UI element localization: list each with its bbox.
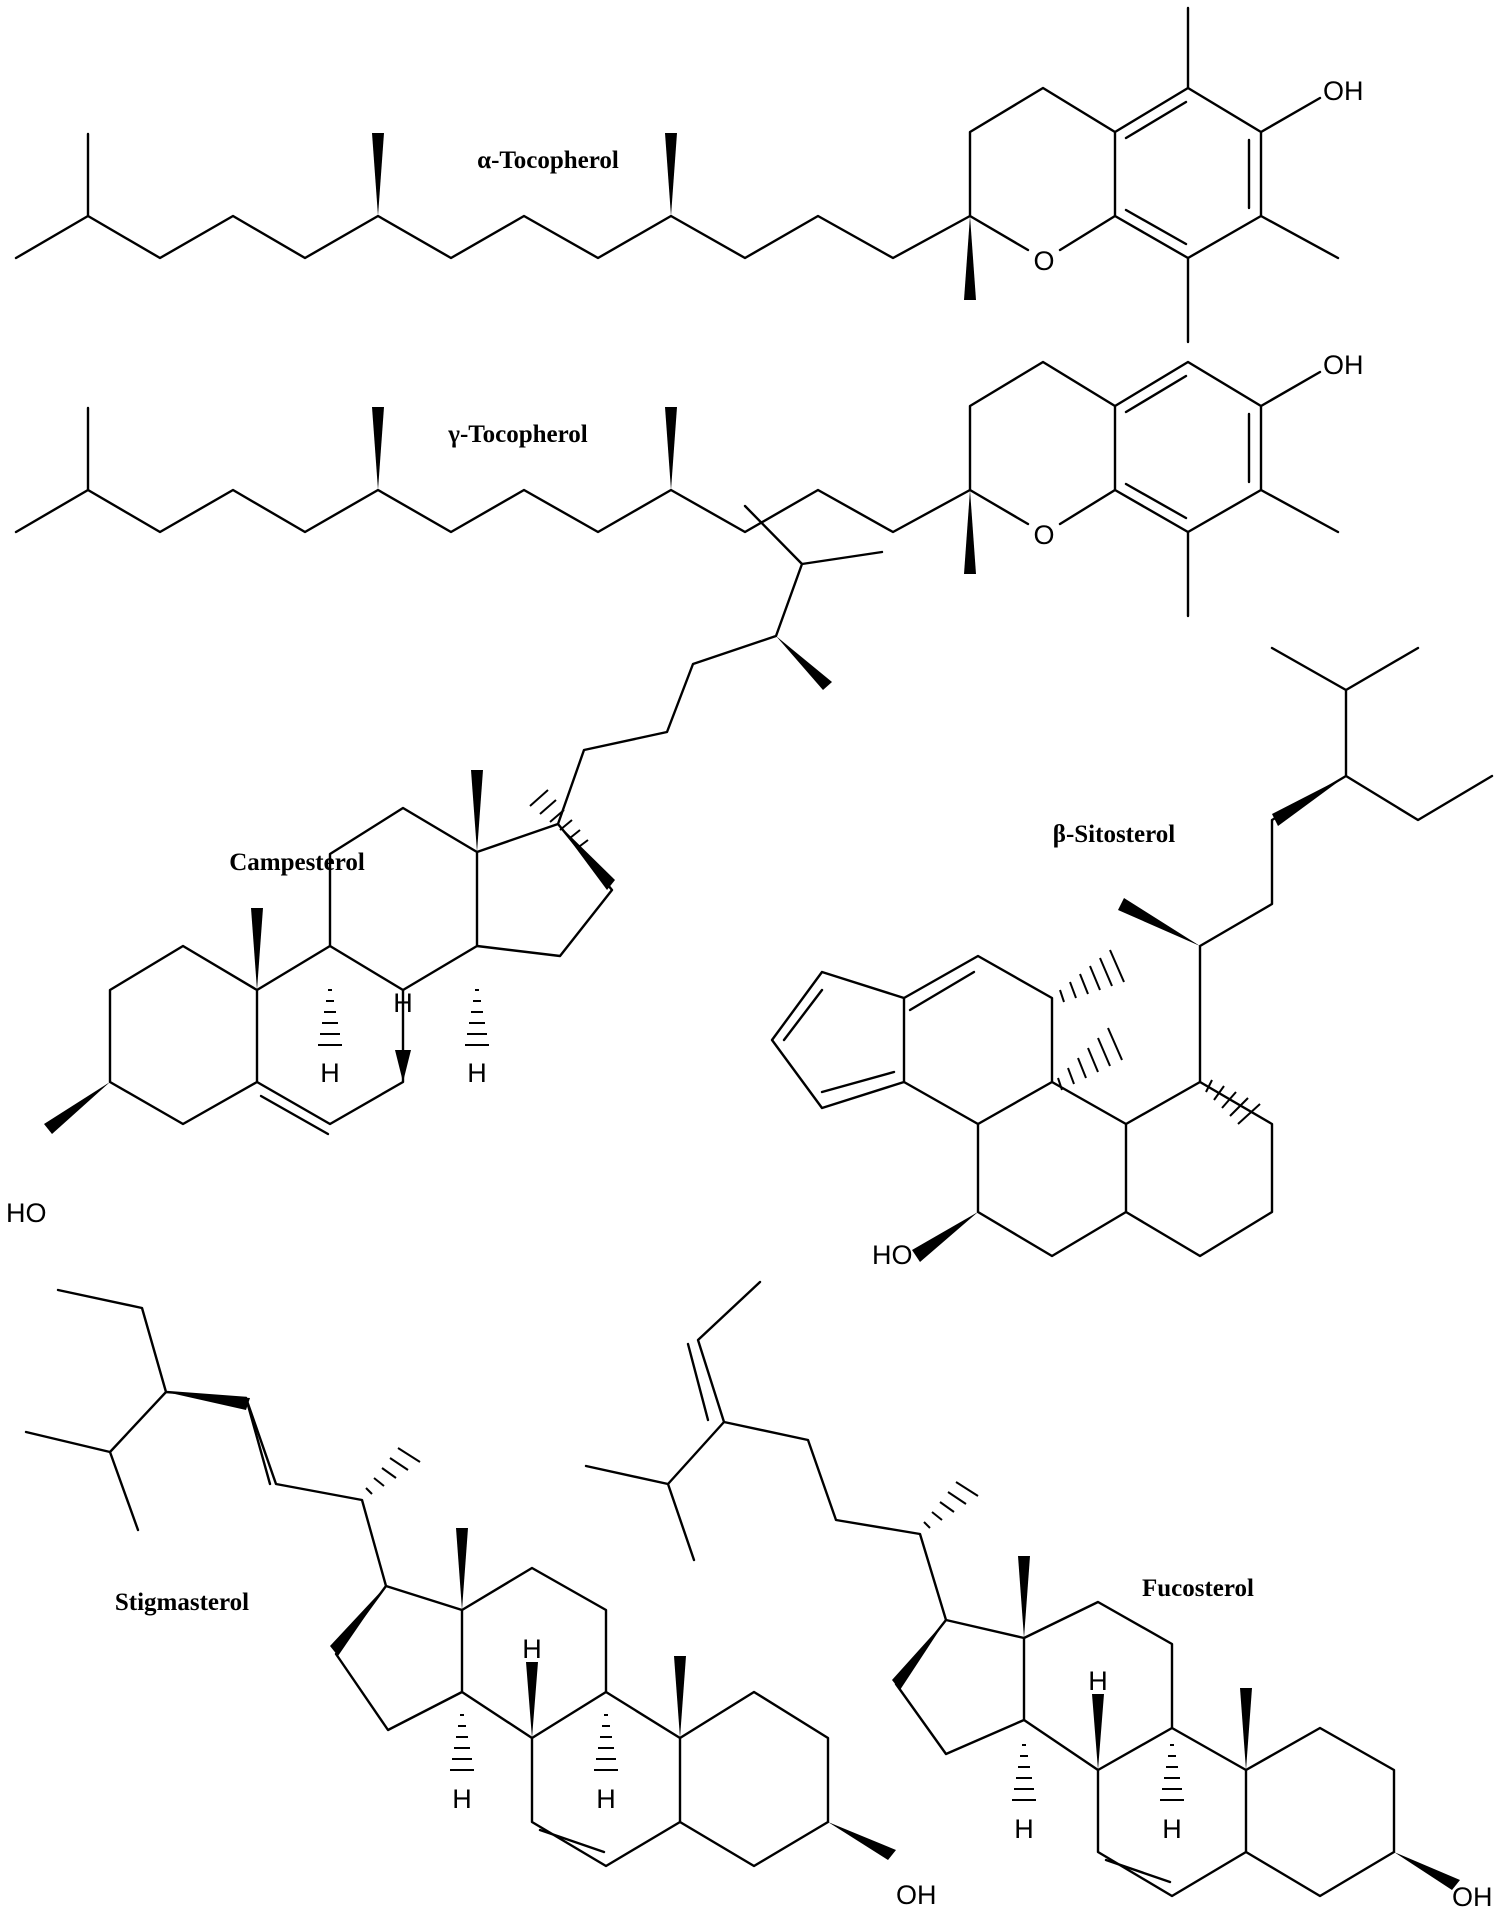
hydrogen-label: H [1014,1814,1034,1844]
hashed-bond [594,1714,618,1771]
fucosterol-name: Fucosterol [1142,1575,1254,1602]
hydroxyl-label: OH [1452,1882,1493,1909]
wedge-bond [471,770,483,852]
wedge-bond [1118,898,1200,946]
campesterol-structure: H H H HO Campesterol [6,504,884,1228]
hydroxyl-label: OH [1323,350,1364,380]
wedge-bond [674,1656,686,1738]
wedge-bond [776,636,832,690]
gamma-tocopherol-name: γ-Tocopherol [447,421,588,448]
hashed-bond [1057,1027,1123,1091]
wedge-bond [44,1082,110,1134]
hashed-bond [450,1714,474,1771]
wedge-bond [964,490,976,574]
wedge-bond [526,1662,538,1738]
wedge-bond [964,216,976,300]
oxygen-label: O [1033,520,1054,550]
hydrogen-label: H [596,1784,616,1814]
hashed-bond [1160,1744,1184,1801]
hydrogen-label: H [393,988,413,1018]
hashed-bond [318,989,342,1046]
hashed-bond [529,789,589,847]
hydroxyl-label: OH [1323,76,1364,106]
gamma-tocopherol-structure: O OH γ-Tocopherol [14,350,1364,618]
hashed-bond [1012,1744,1036,1801]
wedge-bond [1272,776,1346,826]
alpha-tocopherol-structure: O OH α-Tocopherol [14,6,1364,344]
hashed-bond [1059,949,1125,1003]
wedge-bond [251,908,263,990]
wedge-bond [1394,1852,1460,1890]
wedge-bond [166,1392,250,1410]
stigmasterol-name: Stigmasterol [115,1589,249,1616]
wedge-bond [828,1822,896,1860]
wedge-bond [558,824,615,890]
wedge-bond [1240,1688,1252,1770]
wedge-bond [372,407,384,490]
wedge-bond [456,1528,468,1610]
wedge-bond [1092,1694,1104,1770]
wedge-bond [665,407,677,490]
campesterol-name: Campesterol [229,849,365,876]
wedge-bond [892,1620,946,1690]
hashed-bond [923,1481,979,1529]
hashed-bond [365,1447,421,1495]
wedge-bond [330,1586,386,1656]
hashed-bond [465,989,489,1046]
wedge-bond [665,133,677,216]
hydroxyl-label: OH [896,1880,937,1909]
oxygen-label: O [1033,246,1054,276]
hydrogen-label: H [467,1058,487,1088]
wedge-bond [372,133,384,216]
hydrogen-label: H [522,1634,542,1664]
beta-sitosterol-structure: HO β-Sitosterol [770,646,1494,1270]
hydrogen-label: H [320,1058,340,1088]
hydroxyl-label: HO [872,1240,913,1270]
hydrogen-label: H [1088,1666,1108,1696]
hydroxyl-label: HO [6,1198,47,1228]
wedge-bond [912,1212,978,1262]
fucosterol-structure: H H H OH Fucosterol [584,1280,1493,1909]
beta-sitosterol-name: β-Sitosterol [1053,821,1175,848]
wedge-bond [395,1050,411,1082]
alpha-tocopherol-name: α-Tocopherol [477,147,619,174]
hydrogen-label: H [452,1784,472,1814]
hydrogen-label: H [1162,1814,1182,1844]
wedge-bond [1018,1556,1030,1638]
hashed-bond [1205,1079,1261,1125]
stigmasterol-structure: H H H OH Stigmasterol [24,1288,937,1909]
